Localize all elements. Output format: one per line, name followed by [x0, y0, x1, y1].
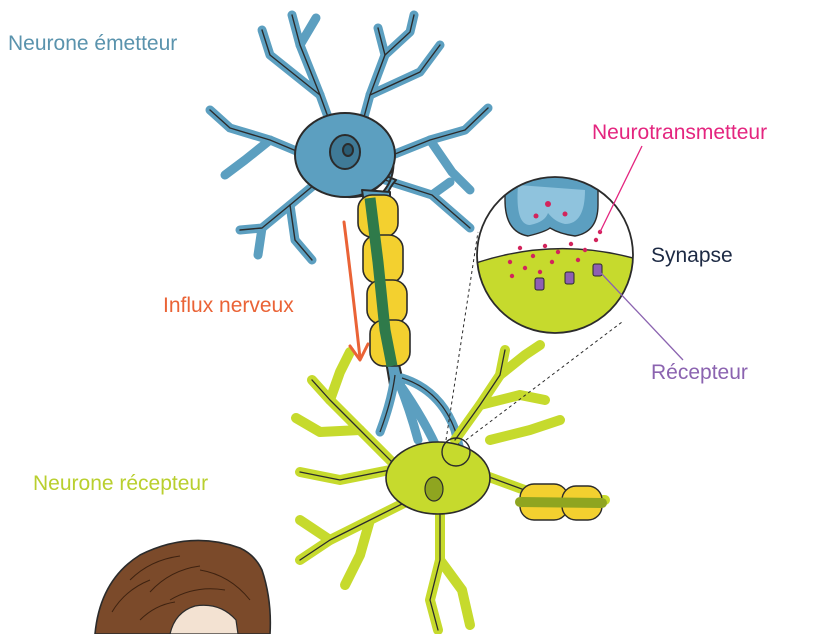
label-neurone-emetteur: Neurone émetteur	[8, 33, 177, 54]
label-recepteur: Récepteur	[651, 362, 748, 383]
receiver-nucleus	[425, 477, 443, 501]
label-influx-nerveux: Influx nerveux	[163, 295, 294, 316]
label-neurotransmetteur: Neurotransmetteur	[592, 122, 767, 143]
label-neurone-recepteur: Neurone récepteur	[33, 473, 208, 494]
emitter-neuron	[210, 15, 488, 385]
label-synapse: Synapse	[651, 245, 733, 266]
girl-illustration	[95, 540, 270, 634]
synapse-zoom	[470, 175, 640, 340]
recepteur-pointer	[600, 272, 683, 360]
myelin-sheath	[358, 195, 410, 366]
receiver-neuron	[296, 345, 605, 630]
